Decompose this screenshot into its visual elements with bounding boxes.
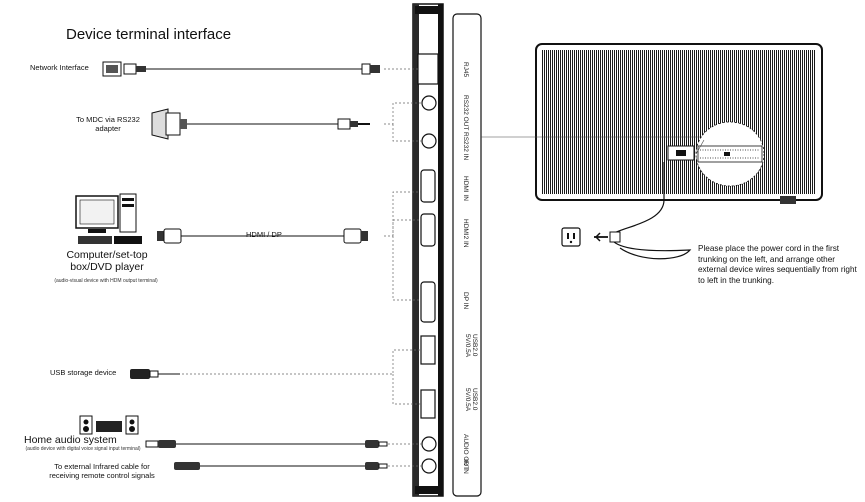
port-label-panel (452, 13, 482, 497)
rj45-port (417, 53, 439, 85)
audio-out-port (421, 436, 437, 452)
label-network-interface: Network Interface (30, 63, 89, 72)
power-cord (561, 162, 692, 260)
label-usb-storage: USB storage device (50, 368, 117, 377)
magnifier-callout (481, 121, 765, 187)
hdmi1-port (420, 169, 436, 203)
dashed-guides (158, 68, 422, 467)
port-label-rj45: RJ45 (462, 62, 469, 78)
port-label-ir-in: IR IN (462, 459, 469, 474)
home-audio-icon (79, 415, 139, 435)
port-label-audio-out: AUDIO OUT (462, 434, 469, 471)
label-computer-note: (audio-visual device with HDM output ter… (54, 278, 158, 284)
label-home-audio-note: (audio device with digital voice signal … (25, 446, 141, 452)
label-home-audio: Home audio system (24, 434, 117, 446)
usb2-port (420, 389, 436, 419)
hdmi-connectors (157, 228, 368, 244)
rs232-in-port (421, 133, 437, 149)
port-label-rs232-in: RS232 IN (462, 132, 469, 161)
port-label-usb-1: USB2.0 5V/0.5A (464, 334, 478, 358)
label-mdc: To MDC via RS232 adapter (76, 115, 140, 133)
ports (417, 53, 439, 474)
audio-plugs (145, 440, 388, 470)
port-label-usb-2: USB2.0 5V/0.5A (464, 388, 478, 412)
usb-stick-icon (130, 369, 159, 379)
diagram-title: Device terminal interface (66, 26, 232, 43)
port-label-rs232-out: RS232 OUT (462, 95, 469, 131)
computer-icon (75, 193, 142, 244)
label-infrared: To external Infrared cable for receiving… (49, 462, 155, 480)
label-hdmi-dp: HDMI / DP (246, 230, 282, 239)
port-label-hdmi-in: HDMI IN (462, 176, 469, 201)
hdmi2-port (420, 213, 436, 247)
monitor-rear (535, 43, 823, 204)
network-icon (102, 61, 380, 77)
power-cord-note: Please place the power cord in the first… (698, 244, 857, 285)
port-label-hdmi2-in: HDMI2 IN (462, 219, 469, 248)
dp-port (420, 281, 436, 323)
port-label-dp-in: DP IN (462, 292, 469, 310)
rs232-adapter-icon (151, 108, 370, 140)
ir-in-port (421, 458, 437, 474)
usb1-port (420, 335, 436, 365)
label-computer: Computer/set-top box/DVD player (66, 249, 148, 274)
rs232-out-port (421, 95, 437, 111)
cables (146, 68, 365, 467)
